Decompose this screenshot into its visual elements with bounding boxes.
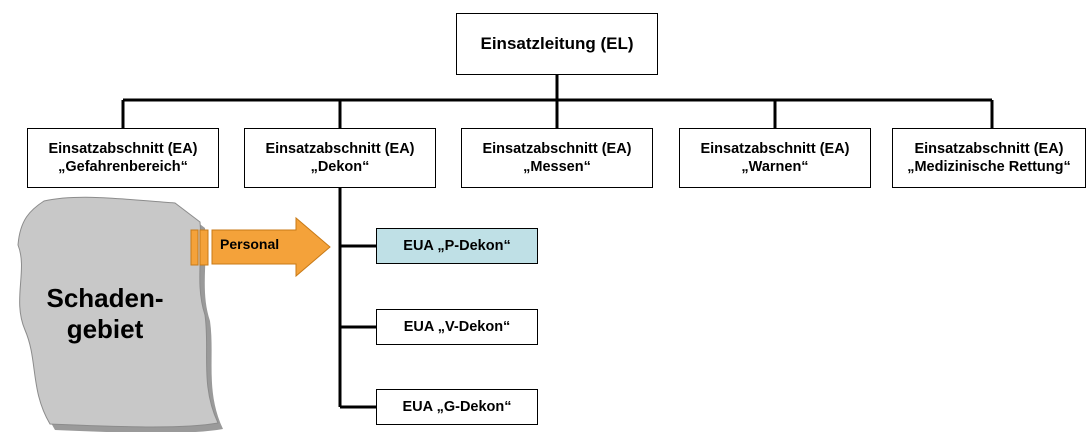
- section-node-title: Einsatzabschnitt (EA): [265, 141, 415, 157]
- root-node-einsatzleitung: Einsatzleitung (EL): [456, 13, 658, 75]
- section-node-title: Einsatzabschnitt (EA): [914, 141, 1064, 157]
- arrow-tail-bar-1: [190, 229, 199, 266]
- section-node-subtitle: „Dekon“: [310, 159, 370, 175]
- damage-area-label-line1: Schaden-: [46, 283, 164, 313]
- section-node-subtitle: „Gefahrenbereich“: [58, 159, 188, 175]
- sub-unit-g-dekon: EUA „G-Dekon“: [376, 389, 538, 425]
- section-node-title: Einsatzabschnitt (EA): [48, 141, 198, 157]
- section-node-messen: Einsatzabschnitt (EA) „Messen“: [461, 128, 653, 188]
- damage-area-label-line2: gebiet: [66, 314, 144, 344]
- personal-arrow: [211, 216, 331, 278]
- sub-unit-v-dekon: EUA „V-Dekon“: [376, 309, 538, 345]
- section-node-subtitle: „Messen“: [523, 159, 591, 175]
- sub-unit-label: EUA „G-Dekon“: [402, 399, 512, 415]
- section-node-medizinische-rettung: Einsatzabschnitt (EA) „Medizinische Rett…: [892, 128, 1086, 188]
- section-node-warnen: Einsatzabschnitt (EA) „Warnen“: [679, 128, 871, 188]
- arrow-tail-bar-2: [199, 229, 209, 266]
- sub-unit-label: EUA „P-Dekon“: [403, 238, 511, 254]
- damage-area-blob: [17, 196, 219, 428]
- section-node-title: Einsatzabschnitt (EA): [700, 141, 850, 157]
- section-node-title: Einsatzabschnitt (EA): [482, 141, 632, 157]
- section-node-gefahrenbereich: Einsatzabschnitt (EA) „Gefahrenbereich“: [27, 128, 219, 188]
- sub-unit-p-dekon: EUA „P-Dekon“: [376, 228, 538, 264]
- sub-unit-label: EUA „V-Dekon“: [403, 319, 511, 335]
- section-node-subtitle: „Warnen“: [741, 159, 809, 175]
- root-node-label: Einsatzleitung (EL): [480, 34, 634, 53]
- section-node-dekon: Einsatzabschnitt (EA) „Dekon“: [244, 128, 436, 188]
- section-node-subtitle: „Medizinische Rettung“: [907, 159, 1071, 175]
- personal-arrow-label: Personal: [220, 236, 280, 252]
